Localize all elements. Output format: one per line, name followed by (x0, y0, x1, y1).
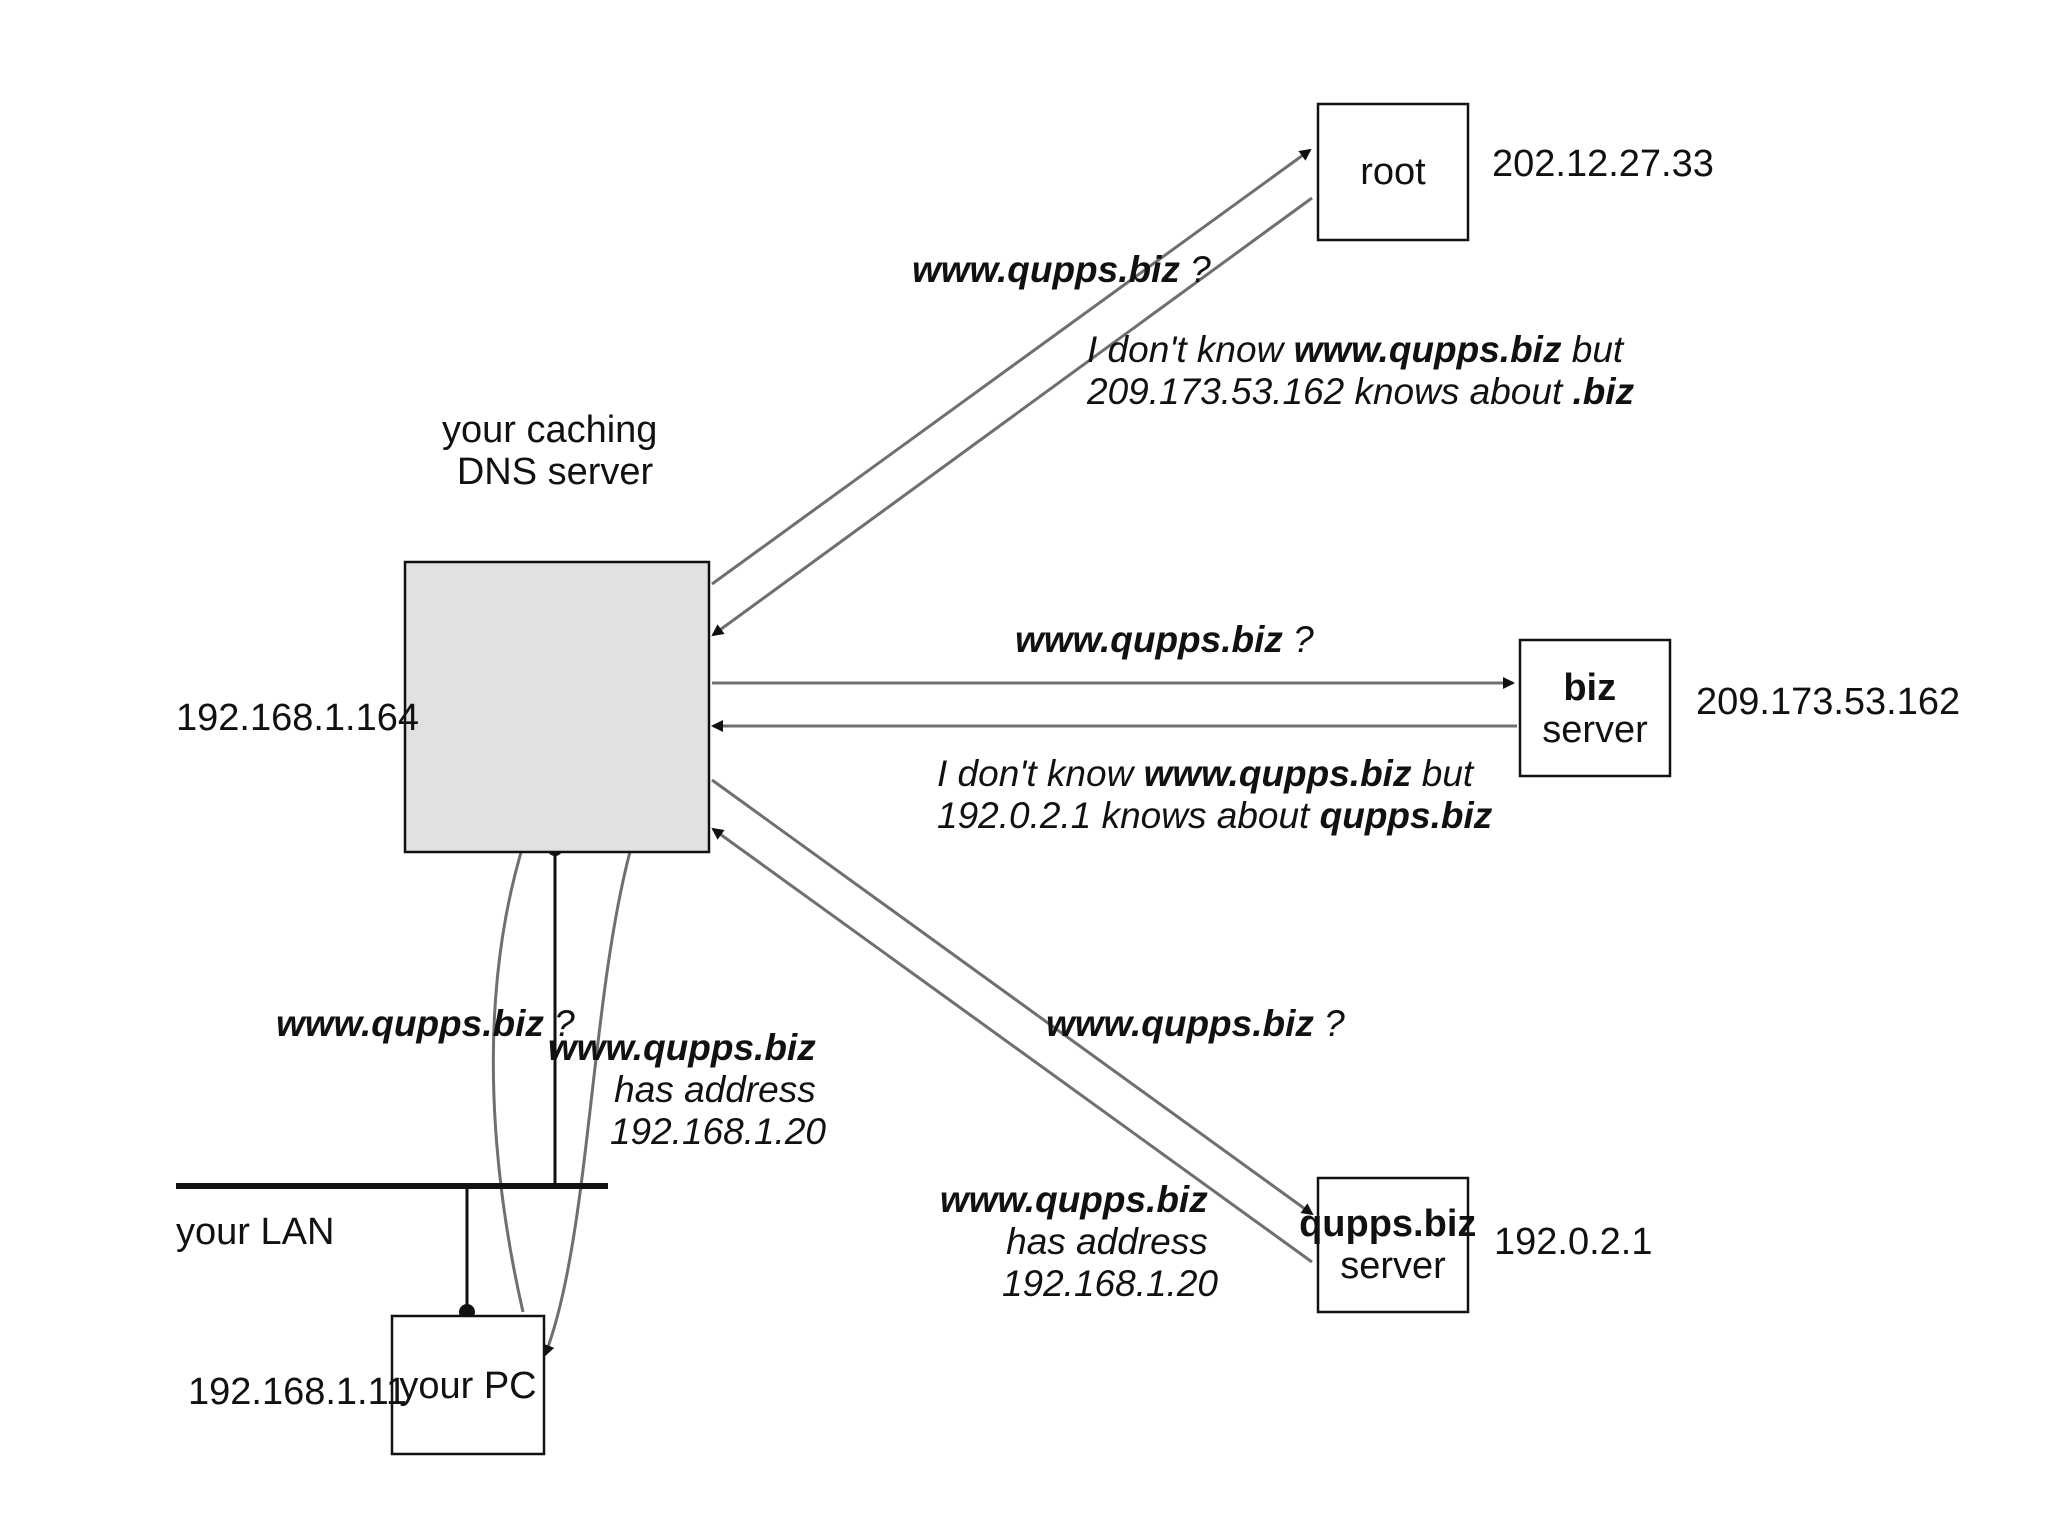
reply-qupps-arrow (711, 827, 1313, 1264)
query-root-label: www.qupps.biz ? (912, 249, 1211, 290)
pc-label: your PC (399, 1365, 536, 1407)
reply-pc-label: www.qupps.biz has address 192.168.1.20 (548, 1027, 827, 1152)
reply-qupps-label: www.qupps.biz has address 192.168.1.20 (940, 1179, 1219, 1304)
query-qupps-label: www.qupps.biz ? (1046, 1003, 1345, 1044)
root-server-label: root (1360, 151, 1426, 193)
dns-server-ip: 192.168.1.164 (176, 697, 419, 739)
qupps-server-ip: 192.0.2.1 (1494, 1221, 1652, 1263)
reply-root-arrow (711, 196, 1313, 637)
qupps-server-box[interactable] (1316, 1176, 1470, 1314)
query-root-arrow (711, 148, 1312, 586)
biz-server-box[interactable] (1518, 638, 1672, 778)
pc-box[interactable] (390, 1314, 546, 1456)
reply-pc-arrow (543, 847, 633, 1357)
root-server-ip: 202.12.27.33 (1492, 143, 1714, 185)
reply-root-label: I don't know www.qupps.biz but 209.173.5… (1086, 329, 1635, 412)
qupps-server-label: qupps.biz server (1299, 1203, 1487, 1287)
query-biz-label: www.qupps.biz ? (1015, 619, 1314, 660)
lan-label: your LAN (176, 1211, 334, 1253)
query-pc-label: www.qupps.biz ? (276, 1003, 575, 1044)
root-server-box[interactable] (1316, 102, 1470, 242)
biz-server-ip: 209.173.53.162 (1696, 681, 1960, 723)
biz-server-label: biz server (1542, 667, 1648, 751)
reply-biz-label: I don't know www.qupps.biz but 192.0.2.1… (937, 753, 1493, 836)
dns-server-caption: your caching DNS server (442, 409, 668, 493)
query-qupps-arrow (711, 778, 1314, 1216)
dns-server-box[interactable] (403, 560, 711, 854)
pc-ip: 192.168.1.11 (188, 1371, 407, 1413)
